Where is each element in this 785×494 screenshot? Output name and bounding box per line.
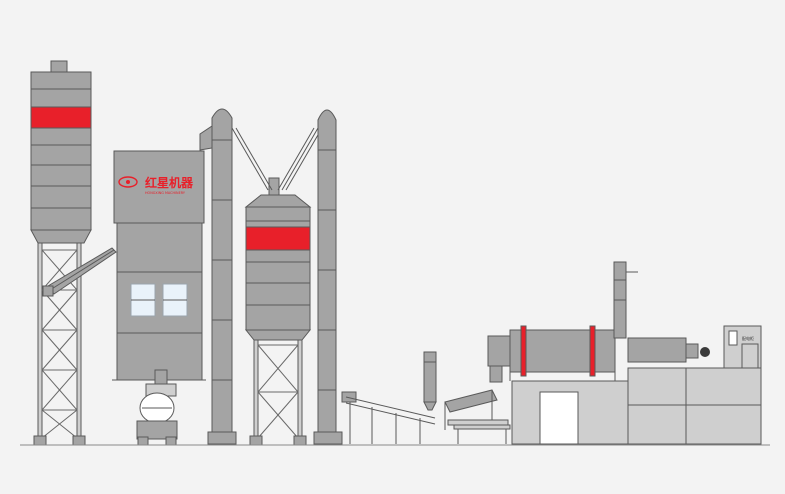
screw-conveyor-left bbox=[42, 247, 117, 297]
middle-silo-support-tower bbox=[249, 339, 307, 446]
dryer-base-platform bbox=[511, 380, 631, 445]
middle-silo-red-band bbox=[245, 226, 311, 251]
burner-fan-icon bbox=[700, 347, 710, 357]
screen-platform bbox=[453, 424, 511, 444]
left-storage-silo bbox=[30, 60, 92, 244]
dryer-riding-ring-right bbox=[589, 325, 596, 377]
small-dust-collector bbox=[423, 351, 437, 411]
furnace bbox=[627, 337, 710, 363]
brand-name-en: HONGXING MACHINERY bbox=[145, 191, 186, 195]
left-silo-support-tower bbox=[33, 242, 86, 446]
brand-logo: 红星机器 HONGXING MACHINERY bbox=[118, 175, 194, 195]
brand-name-cn: 红星机器 bbox=[145, 175, 194, 190]
brand-emblem-icon bbox=[118, 176, 138, 188]
control-room-building: 配电柜 bbox=[627, 325, 762, 445]
left-silo-red-band bbox=[30, 106, 92, 129]
dryer-riding-ring-left bbox=[520, 325, 527, 377]
middle-storage-silo bbox=[244, 177, 312, 341]
mixing-building bbox=[112, 150, 206, 381]
dryer-chimney bbox=[613, 261, 638, 339]
rotary-dryer bbox=[487, 325, 616, 381]
bucket-elevator-2 bbox=[313, 109, 343, 445]
control-cabinet-label: 配电柜 bbox=[742, 335, 754, 341]
belt-conveyor bbox=[341, 391, 436, 444]
elevator-chutes bbox=[231, 127, 323, 191]
bulk-cement-truck bbox=[136, 369, 178, 446]
bucket-elevator-1 bbox=[199, 108, 237, 445]
